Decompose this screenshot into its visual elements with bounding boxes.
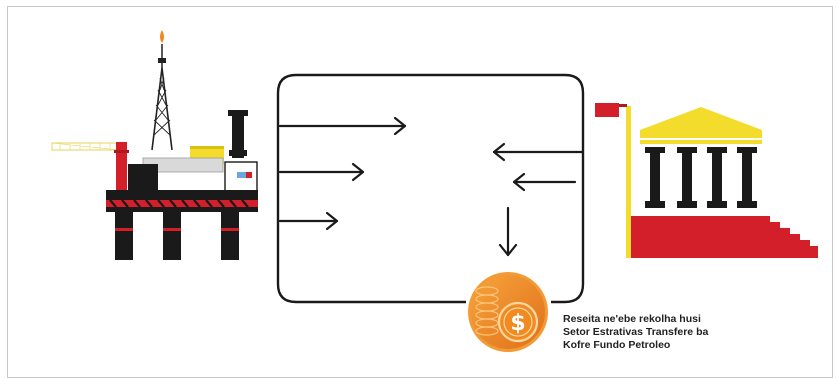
- inflow-arrows-left: [278, 116, 407, 231]
- arrow-left-2: [512, 172, 577, 192]
- oil-rig-icon: [51, 30, 258, 260]
- arrow-down: [498, 206, 518, 257]
- caption-line-2: Setor Estrativas Transfere ba: [563, 326, 709, 338]
- caption-line-3: Kofre Fundo Petroleo: [563, 339, 671, 351]
- inflow-arrows-right: [492, 142, 584, 192]
- dollar-coin-icon: $: [468, 272, 548, 352]
- arrow-right-3: [278, 211, 339, 231]
- flow-loop: [276, 73, 585, 304]
- caption-line-1: Reseita ne'ebe rekolha husi: [563, 313, 701, 325]
- arrow-left-1: [492, 142, 584, 162]
- svg-text:$: $: [510, 311, 525, 336]
- arrow-right-1: [278, 116, 407, 136]
- caption-text: Reseita ne'ebe rekolha husi Setor Estrat…: [563, 313, 783, 352]
- government-building-icon: [595, 103, 818, 258]
- arrow-right-2: [278, 162, 365, 182]
